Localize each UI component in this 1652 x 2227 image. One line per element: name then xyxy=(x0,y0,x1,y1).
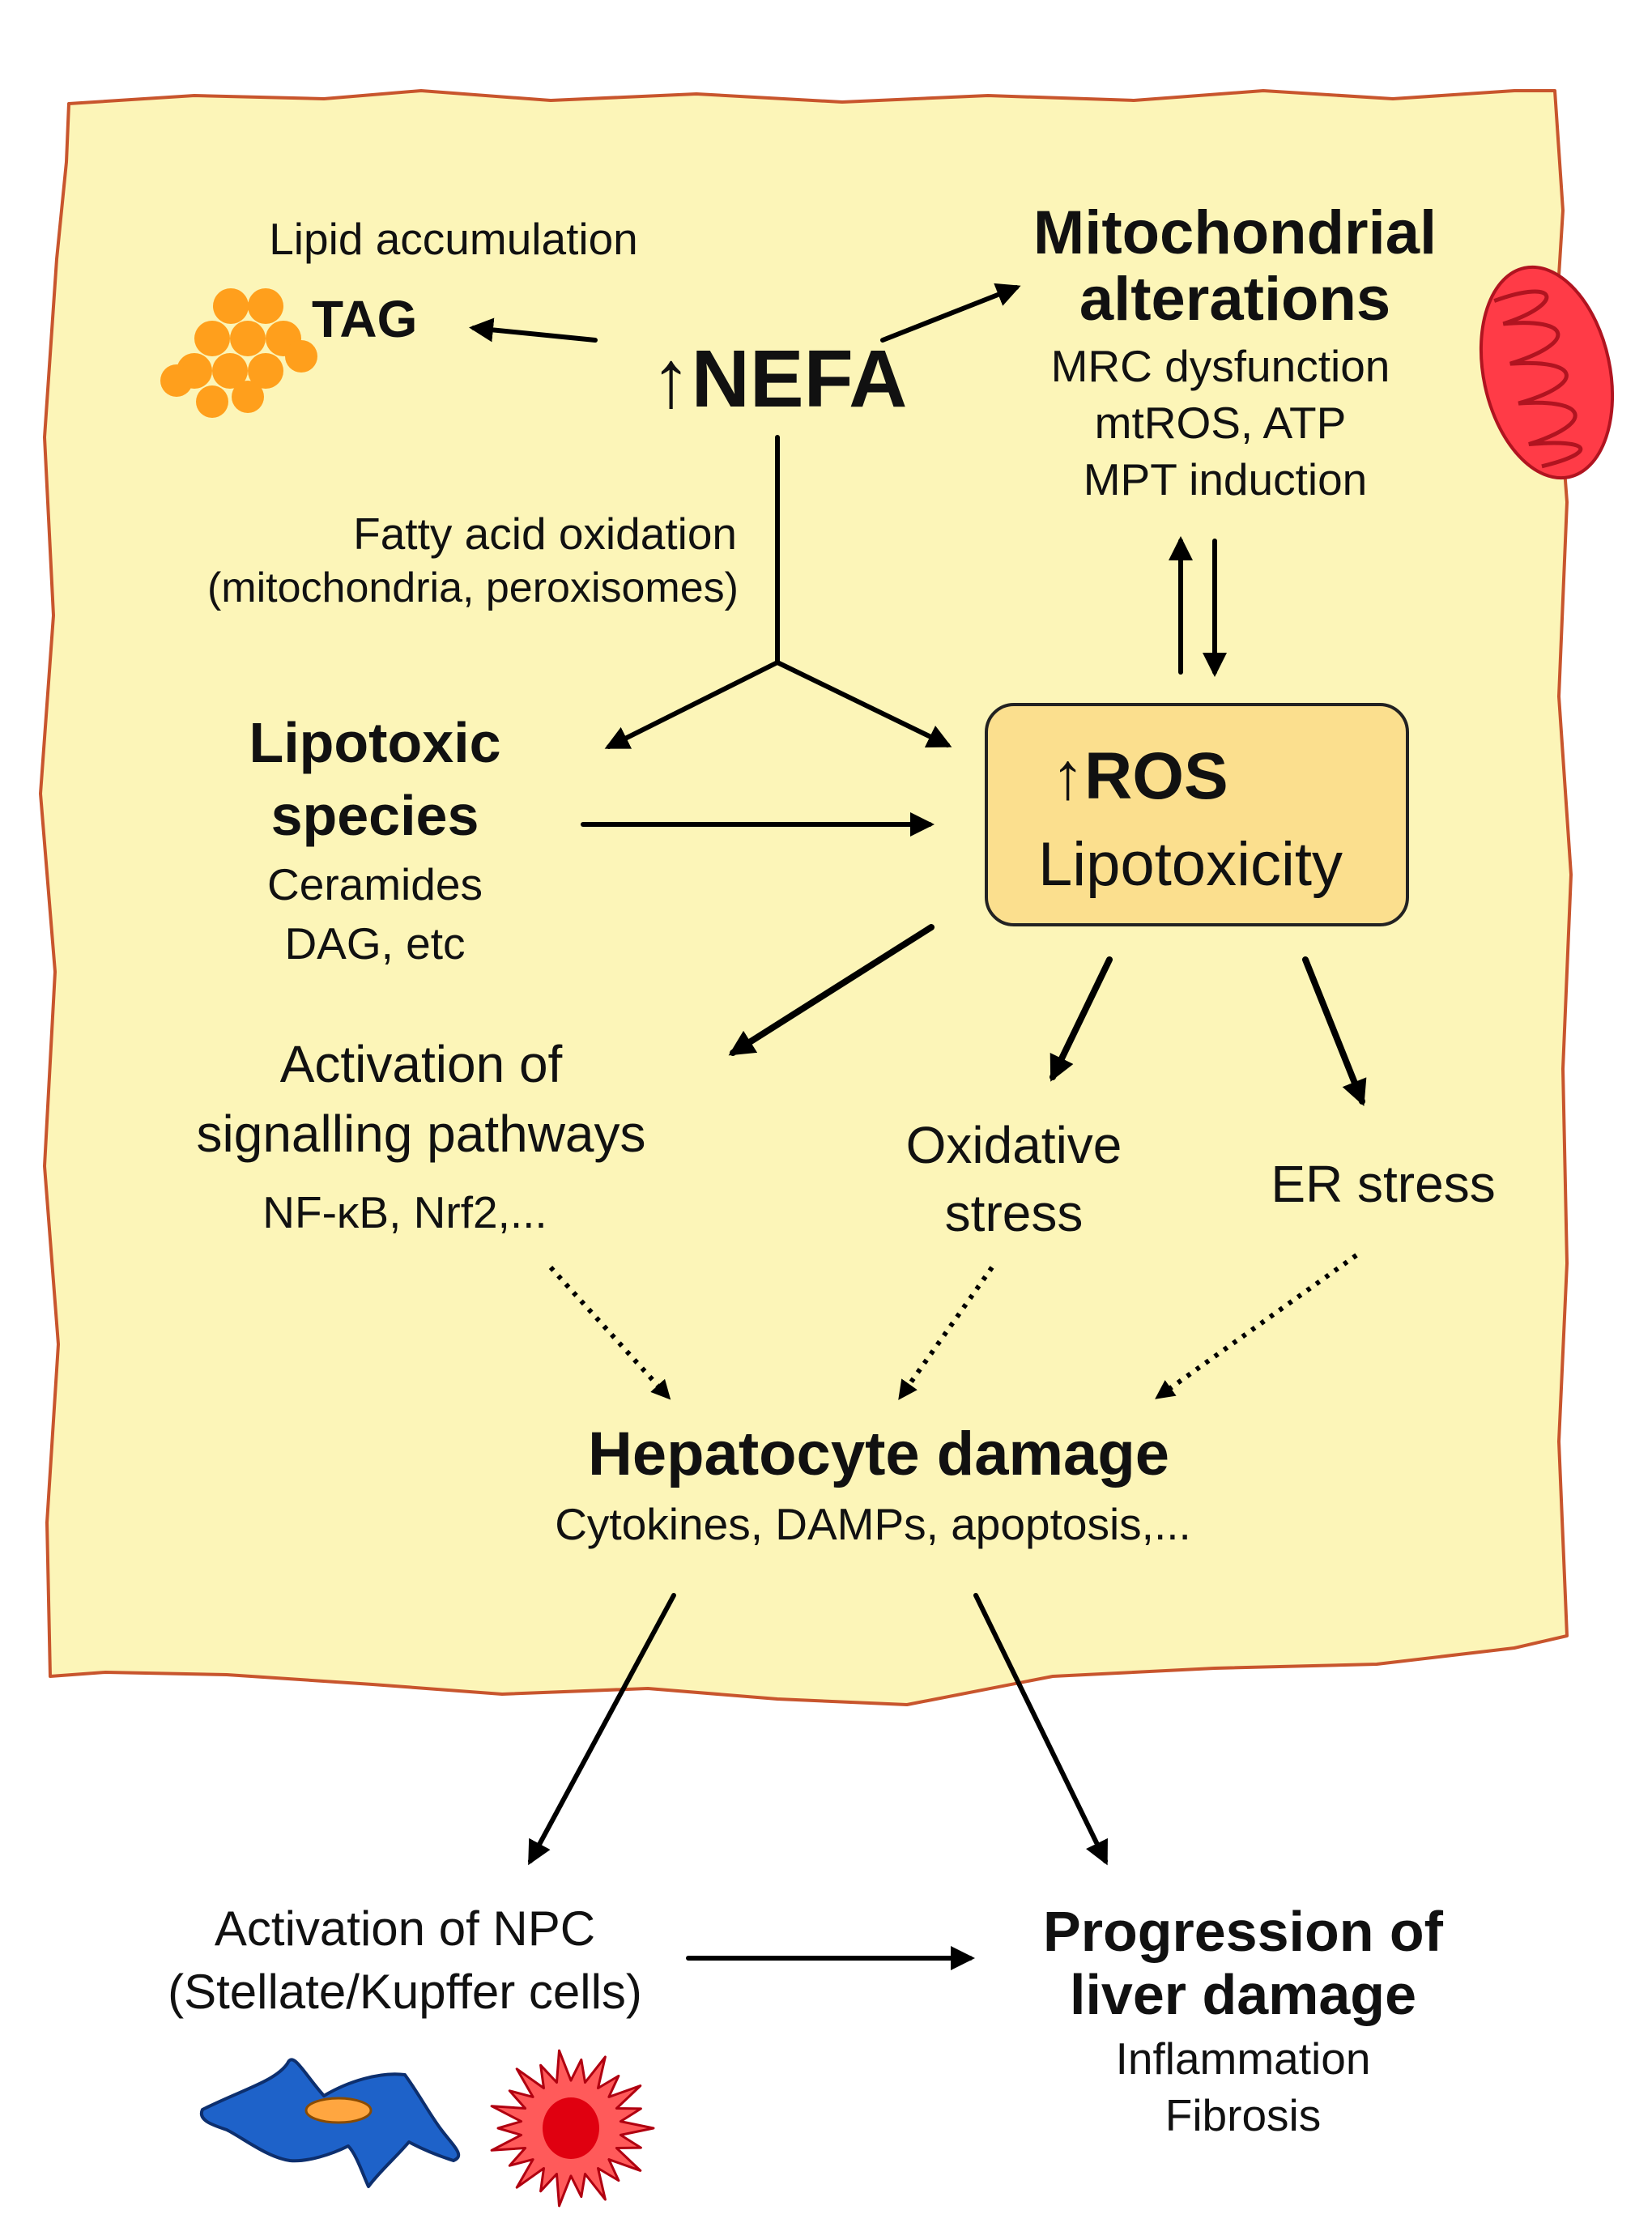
ros-label: ↑ROS xyxy=(1051,739,1228,813)
lipid-droplet xyxy=(213,288,249,324)
arrow-to-lipotoxic xyxy=(604,660,780,749)
lipotoxic-species-line2: species xyxy=(270,784,479,847)
stellate-cell-icon xyxy=(199,2058,461,2188)
arrow-hepatocyte-to-progression xyxy=(973,1593,1108,1866)
arrow-nefa-to-tag xyxy=(469,317,598,343)
npc-line1: Activation of NPC xyxy=(214,1901,596,1956)
mitochondrion-icon xyxy=(1479,265,1615,480)
lipid-droplets-icon xyxy=(160,288,317,418)
mito-detail-line3: MPT induction xyxy=(1083,454,1368,505)
arrow-to-ros xyxy=(775,660,952,748)
mito-title-line2: alterations xyxy=(1079,265,1391,334)
lipotoxicity-label: Lipotoxicity xyxy=(1038,830,1343,899)
ros-lipotoxicity-box xyxy=(985,703,1409,926)
mito-title-line1: Mitochondrial xyxy=(1032,198,1437,267)
arrow-ros-to-oxidative xyxy=(1050,956,1113,1082)
arrow-nefa-to-mito xyxy=(880,283,1021,343)
progression-detail-line1: Inflammation xyxy=(1115,2033,1371,2084)
lipid-droplet xyxy=(248,353,283,389)
progression-detail-line2: Fibrosis xyxy=(1164,2090,1322,2140)
lipid-droplet xyxy=(248,288,283,324)
er-stress-label: ER stress xyxy=(1271,1155,1496,1213)
lipid-droplet xyxy=(232,381,264,413)
arrow-hepatocyte-to-npc xyxy=(528,1593,676,1866)
stellate-cell-nucleus xyxy=(304,2097,373,2124)
solid-arrows xyxy=(469,283,1367,1970)
lipid-droplet xyxy=(194,321,230,356)
hepatocyte-damage-title: Hepatocyte damage xyxy=(587,1420,1170,1488)
signalling-line2: signalling pathways xyxy=(196,1105,646,1163)
lipid-droplet xyxy=(285,340,317,373)
lipid-droplet xyxy=(160,364,193,397)
lipid-accumulation-label: Lipid accumulation xyxy=(269,214,638,264)
arrow-ros-to-er xyxy=(1302,956,1367,1106)
hepatocyte-cell-outline xyxy=(39,89,1573,1706)
progression-line2: liver damage xyxy=(1070,1963,1416,2026)
progression-line1: Progression of xyxy=(1043,1900,1443,1963)
oxidative-stress-line1: Oxidative xyxy=(905,1116,1122,1174)
fatty-acid-line2: (mitochondria, peroxisomes) xyxy=(206,564,739,611)
dotted-arrow-oxidative xyxy=(898,1266,994,1400)
npc-line2: (Stellate/Kupffer cells) xyxy=(168,1965,642,2019)
signalling-line1: Activation of xyxy=(279,1035,563,1093)
kupffer-cell-nucleus xyxy=(543,2097,599,2159)
lipid-droplet xyxy=(212,353,248,389)
dotted-arrows xyxy=(548,1253,1358,1400)
lipid-droplet xyxy=(196,385,228,418)
lipid-droplet xyxy=(230,321,266,356)
lipotoxic-species-line1: Lipotoxic xyxy=(249,711,501,774)
lipotoxic-detail-line2: DAG, etc xyxy=(284,918,466,969)
arrow-ros-to-signalling xyxy=(728,924,935,1056)
mitochondrion-cristae xyxy=(1493,289,1583,469)
lipotoxic-detail-line1: Ceramides xyxy=(267,859,483,909)
mito-detail-line1: MRC dysfunction xyxy=(1050,341,1390,391)
tag-label: TAG xyxy=(312,290,418,348)
signalling-detail: NF-κB, Nrf2,... xyxy=(262,1187,547,1237)
kupffer-cell-icon xyxy=(490,2049,655,2208)
nefa-label: ↑NEFA xyxy=(650,334,908,424)
hepatocyte-damage-detail: Cytokines, DAMPs, apoptosis,... xyxy=(555,1499,1191,1549)
fatty-acid-line1: Fatty acid oxidation xyxy=(353,509,737,559)
mito-detail-line2: mtROS, ATP xyxy=(1094,398,1347,448)
oxidative-stress-line2: stress xyxy=(944,1184,1084,1242)
